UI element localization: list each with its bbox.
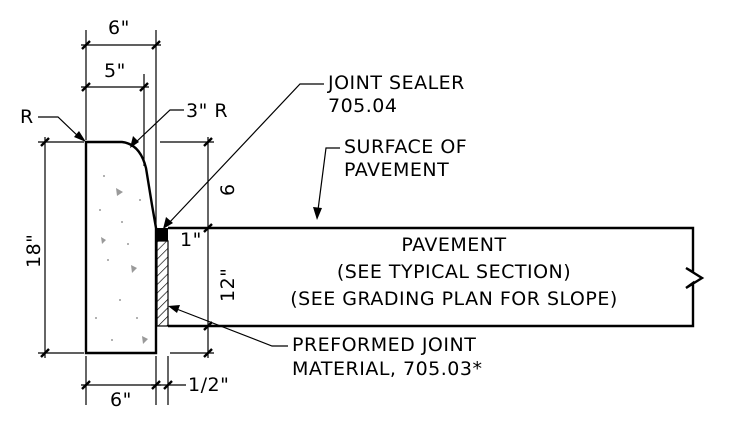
pavement-depth-label: 12" [217, 268, 239, 302]
pavement-note-2: (SEE GRADING PLAN FOR SLOPE) [290, 288, 618, 310]
dimension-lines [38, 30, 214, 405]
joint-sealer-spec: 705.04 [328, 95, 397, 117]
right-radius-label: 3" R [186, 100, 228, 122]
preformed-joint-material [156, 240, 169, 327]
concrete-texture [95, 175, 148, 344]
pavement-note-1: (SEE TYPICAL SECTION) [337, 261, 571, 283]
joint-sealer [156, 228, 168, 241]
sealer-depth-label: 1" [180, 229, 202, 251]
top-width-label: 6" [108, 17, 130, 39]
joint-sealer-callout: JOINT SEALER [327, 72, 465, 94]
bottom-width-label: 6" [110, 389, 132, 411]
leader-lines [38, 83, 340, 347]
drop-label: 6 [217, 183, 239, 196]
preformed-spec: MATERIAL, 705.03* [292, 358, 482, 380]
joint-width-label: 1/2" [188, 374, 229, 396]
height-label: 18" [23, 234, 45, 268]
surface-callout-2: PAVEMENT [344, 159, 449, 181]
pavement-title: PAVEMENT [401, 234, 506, 256]
pavement-slab [168, 226, 705, 328]
curb-section [84, 140, 158, 355]
preformed-callout: PREFORMED JOINT [292, 334, 476, 356]
surface-callout: SURFACE OF [344, 136, 467, 158]
inner-width-label: 5" [104, 60, 126, 82]
left-radius-label: R [20, 106, 34, 128]
